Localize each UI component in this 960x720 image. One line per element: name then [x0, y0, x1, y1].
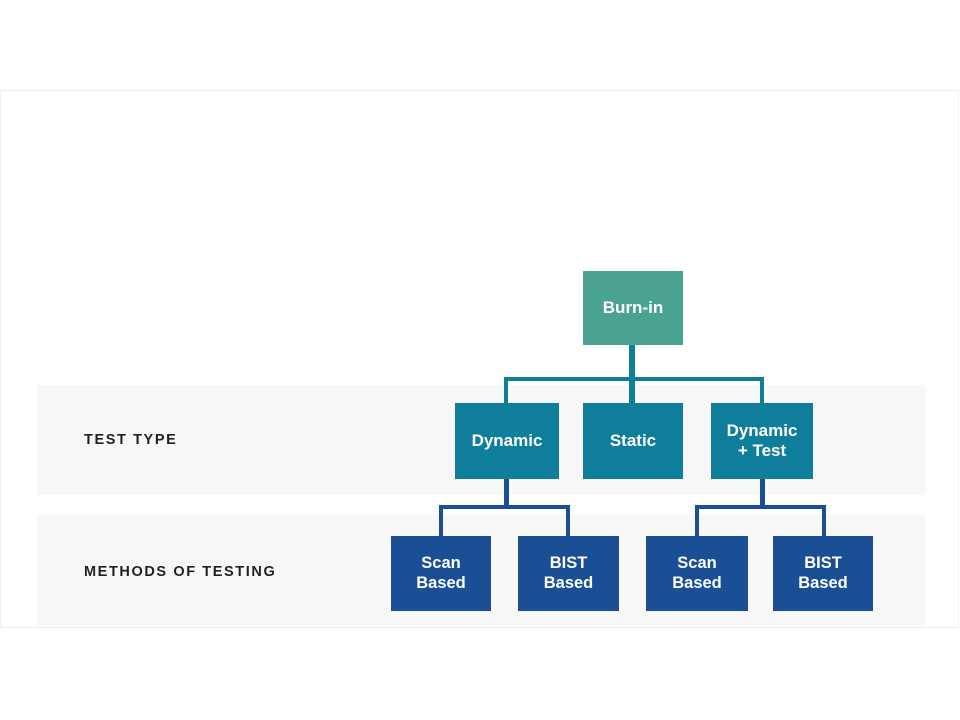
row-label-methods-of-testing: METHODS OF TESTING — [84, 564, 277, 580]
connector-drop-dynamic — [504, 377, 508, 403]
connector-drop-static — [629, 377, 635, 403]
slide-card: TEST TYPE METHODS OF TESTING Burn-in Dyn… — [0, 90, 959, 628]
node-scan-based-2[interactable]: Scan Based — [646, 536, 748, 611]
node-scan-based-1-label: Scan Based — [416, 554, 466, 593]
node-dynamic-plus-test[interactable]: Dynamic + Test — [711, 403, 813, 479]
node-scan-based-2-label-line1: Scan — [677, 554, 717, 573]
node-bist-based-1-label-line1: BIST — [549, 554, 588, 573]
node-bist-based-1-label: BIST Based — [544, 554, 594, 593]
node-bist-based-2-label-line1: BIST — [804, 554, 842, 573]
node-scan-based-2-label-line2: Based — [672, 573, 722, 592]
node-bist-based-2[interactable]: BIST Based — [773, 536, 873, 611]
node-dynamic-plus-test-label-line1: Dynamic — [726, 420, 798, 440]
connector-root-stem — [629, 345, 635, 383]
node-bist-based-2-label-line2: Based — [798, 573, 848, 592]
node-dynamic-label: Dynamic — [471, 430, 543, 450]
node-static[interactable]: Static — [583, 403, 683, 479]
node-burn-in[interactable]: Burn-in — [583, 271, 683, 345]
connector-drop-dynamic-test — [760, 377, 764, 403]
connector-drop-bist-2 — [822, 505, 826, 536]
node-burn-in-label: Burn-in — [602, 297, 664, 317]
node-scan-based-2-label: Scan Based — [672, 554, 722, 593]
connector-dynamic-stem — [504, 479, 509, 509]
connector-leafpair1-bus — [439, 505, 570, 509]
node-bist-based-1-label-line2: Based — [543, 573, 594, 592]
node-bist-based-2-label: BIST Based — [798, 554, 848, 593]
node-dynamic-plus-test-label: Dynamic + Test — [727, 421, 798, 461]
connector-dynamic-test-stem — [760, 479, 765, 509]
node-scan-based-1[interactable]: Scan Based — [391, 536, 491, 611]
connector-drop-bist-1 — [566, 505, 570, 536]
node-dynamic[interactable]: Dynamic — [455, 403, 559, 479]
node-scan-based-1-label-line2: Based — [416, 573, 466, 592]
row-label-test-type: TEST TYPE — [84, 432, 178, 448]
node-static-label: Static — [609, 430, 657, 450]
connector-leafpair2-bus — [695, 505, 826, 509]
node-bist-based-1[interactable]: BIST Based — [518, 536, 619, 611]
connector-drop-scan-2 — [695, 505, 699, 536]
connector-drop-scan-1 — [439, 505, 443, 536]
node-scan-based-1-label-line1: Scan — [421, 554, 461, 573]
node-dynamic-plus-test-label-line2: + Test — [737, 441, 787, 460]
